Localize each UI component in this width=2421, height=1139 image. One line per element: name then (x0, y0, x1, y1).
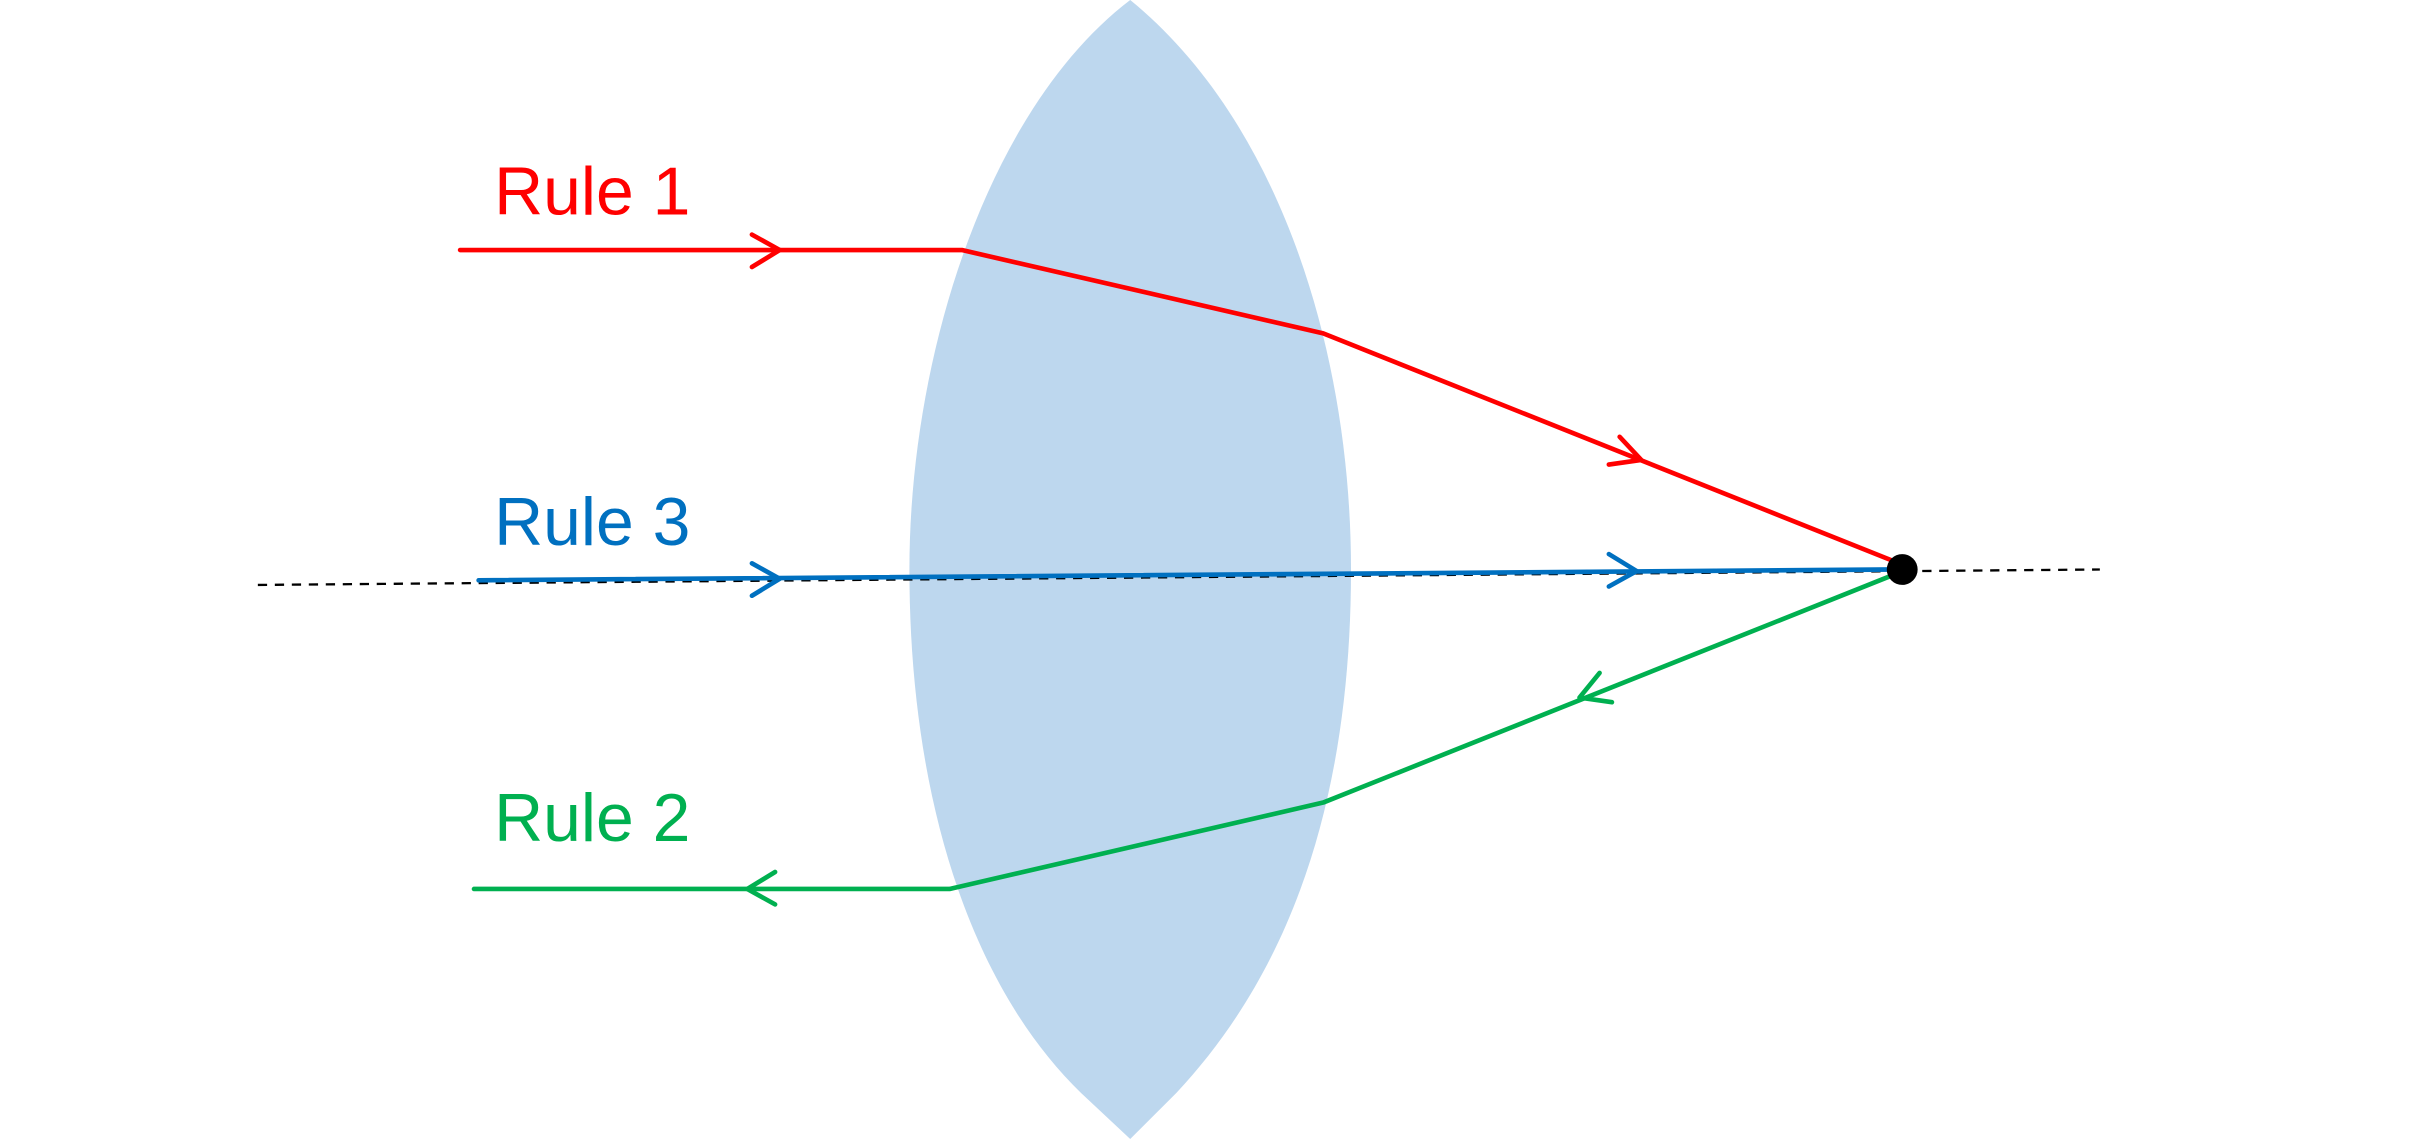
arrowhead-icon (749, 232, 783, 270)
arrowhead-icon (744, 869, 778, 907)
rule-3-ray (476, 551, 1894, 599)
rule-2-ray (471, 573, 1894, 907)
rule-3-label: Rule 3 (494, 485, 690, 560)
rule-1-ray (457, 232, 1894, 563)
arrowhead-icon (1577, 670, 1615, 705)
convex-lens (909, 0, 1352, 1139)
focal-point (1886, 554, 1918, 585)
rule-2-label: Rule 2 (494, 781, 690, 856)
arrowhead-icon (1606, 551, 1639, 589)
rule-1-label: Rule 1 (494, 155, 690, 230)
arrowhead-icon (1606, 434, 1644, 467)
arrowhead-icon (749, 561, 783, 599)
